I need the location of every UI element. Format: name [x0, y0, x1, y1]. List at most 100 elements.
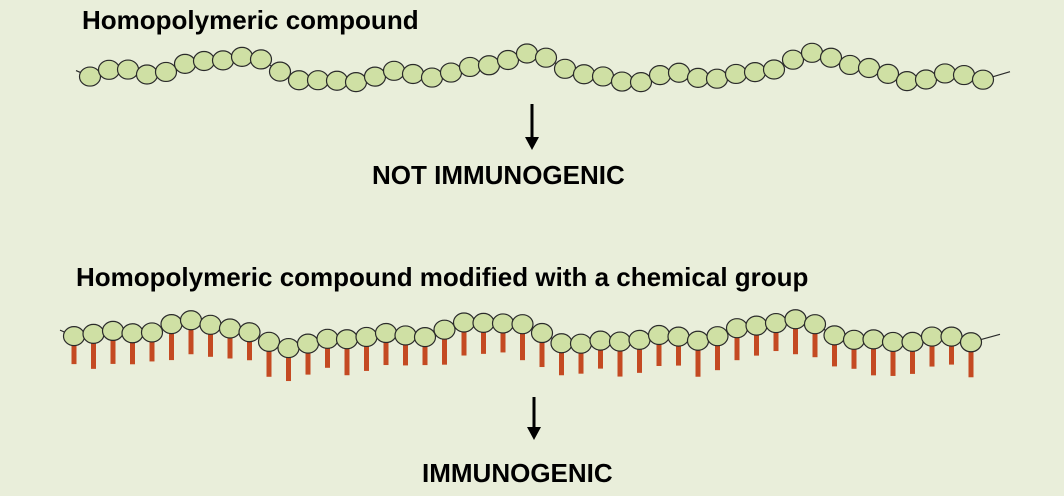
chemical-group	[169, 326, 174, 361]
chemical-group	[364, 338, 369, 371]
monomer-bead	[959, 332, 983, 353]
monomer-bead	[781, 49, 805, 70]
homopolymer-chain	[75, 42, 1011, 93]
chemical-group	[442, 331, 447, 365]
chemical-group	[305, 345, 311, 375]
chemical-group	[773, 325, 779, 352]
chemical-group	[208, 326, 213, 357]
monomer-bead	[745, 315, 768, 336]
chemical-group	[71, 338, 77, 365]
monomer-bead	[355, 326, 378, 348]
monomer-bead	[257, 331, 281, 352]
monomer-bead	[550, 333, 573, 354]
monomer-bead	[82, 323, 105, 344]
chemical-group	[812, 326, 818, 358]
monomer-bead	[901, 331, 924, 352]
monomer-bead	[116, 59, 140, 80]
monomer-bead	[762, 59, 786, 80]
monomer-bead	[296, 333, 320, 354]
chemical-group	[344, 341, 350, 376]
monomer-bead	[218, 318, 242, 339]
monomer-bead	[154, 61, 178, 83]
chemical-group	[734, 330, 740, 361]
monomer-bead	[784, 309, 807, 330]
chemical-group	[578, 345, 584, 374]
chemical-group	[91, 335, 96, 369]
monomer-bead	[610, 71, 634, 92]
monomer-bead	[857, 57, 881, 79]
monomer-bead	[895, 71, 919, 92]
monomer-bead	[572, 64, 596, 85]
chemical-group	[793, 321, 798, 355]
monomer-bead	[724, 63, 748, 85]
monomer-bead	[374, 322, 398, 344]
monomer-bead	[121, 323, 144, 344]
result-not-immunogenic: NOT IMMUNOGENIC	[372, 160, 625, 190]
chemical-group	[559, 345, 564, 376]
monomer-bead	[706, 326, 729, 347]
monomer-bead	[268, 61, 292, 82]
chemical-group	[695, 342, 701, 377]
monomer-bead	[667, 62, 691, 83]
monomer-bead	[800, 42, 824, 63]
chemical-group	[247, 334, 252, 361]
monomer-bead	[686, 67, 710, 88]
chemical-group	[227, 330, 233, 359]
monomer-bead	[819, 47, 843, 68]
monomer-bead	[686, 330, 710, 351]
monomer-bead	[78, 66, 102, 87]
monomer-bead	[940, 326, 963, 347]
monomer-bead	[413, 326, 437, 348]
down-arrow-top	[525, 104, 539, 150]
monomer-bead	[335, 329, 359, 350]
monomer-bead	[140, 322, 164, 343]
monomer-bead	[553, 58, 577, 79]
monomer-bead	[173, 53, 197, 74]
monomer-bead	[648, 65, 672, 86]
monomer-bead	[101, 320, 125, 342]
chemical-group	[325, 340, 330, 368]
monomer-bead	[838, 54, 862, 76]
chemical-group	[929, 338, 935, 367]
monomer-bead	[589, 330, 612, 351]
chemical-group	[832, 337, 837, 367]
chemical-group	[871, 341, 876, 376]
monomer-bead	[97, 59, 121, 80]
title-homopolymer: Homopolymeric compound	[82, 5, 419, 35]
chemical-group	[617, 343, 623, 377]
monomer-bead	[306, 70, 330, 91]
monomer-bead	[477, 55, 501, 76]
monomer-bead	[803, 314, 827, 335]
monomer-bead	[238, 322, 261, 343]
monomer-bead	[876, 63, 900, 84]
monomer-bead	[344, 71, 368, 93]
monomer-bead	[628, 329, 651, 350]
chemical-group	[968, 344, 974, 378]
modified-polymer-chain	[59, 309, 1001, 382]
chemical-group	[676, 338, 681, 366]
monomer-bead	[608, 331, 632, 352]
chemical-group	[422, 339, 428, 366]
monomer-bead	[394, 325, 417, 346]
monomer-bead	[725, 318, 749, 339]
monomer-bead	[316, 328, 339, 349]
monomer-bead	[277, 337, 300, 359]
monomer-bead	[433, 319, 456, 340]
monomer-bead	[420, 67, 444, 88]
chemical-group	[851, 341, 857, 369]
chemical-group	[461, 324, 467, 356]
monomer-bead	[569, 333, 593, 354]
monomer-bead	[920, 326, 944, 347]
monomer-bead	[452, 312, 476, 333]
monomer-bead	[325, 70, 349, 91]
monomer-bead	[160, 313, 183, 335]
chemical-group	[539, 335, 545, 368]
monomer-bead	[952, 64, 976, 86]
chemical-group	[890, 343, 896, 376]
chemical-group	[910, 343, 915, 374]
monomer-bead	[287, 70, 311, 91]
chemical-group	[520, 326, 525, 361]
chemical-group	[715, 338, 720, 371]
monomer-bead	[382, 60, 406, 81]
chemical-group	[266, 343, 272, 377]
